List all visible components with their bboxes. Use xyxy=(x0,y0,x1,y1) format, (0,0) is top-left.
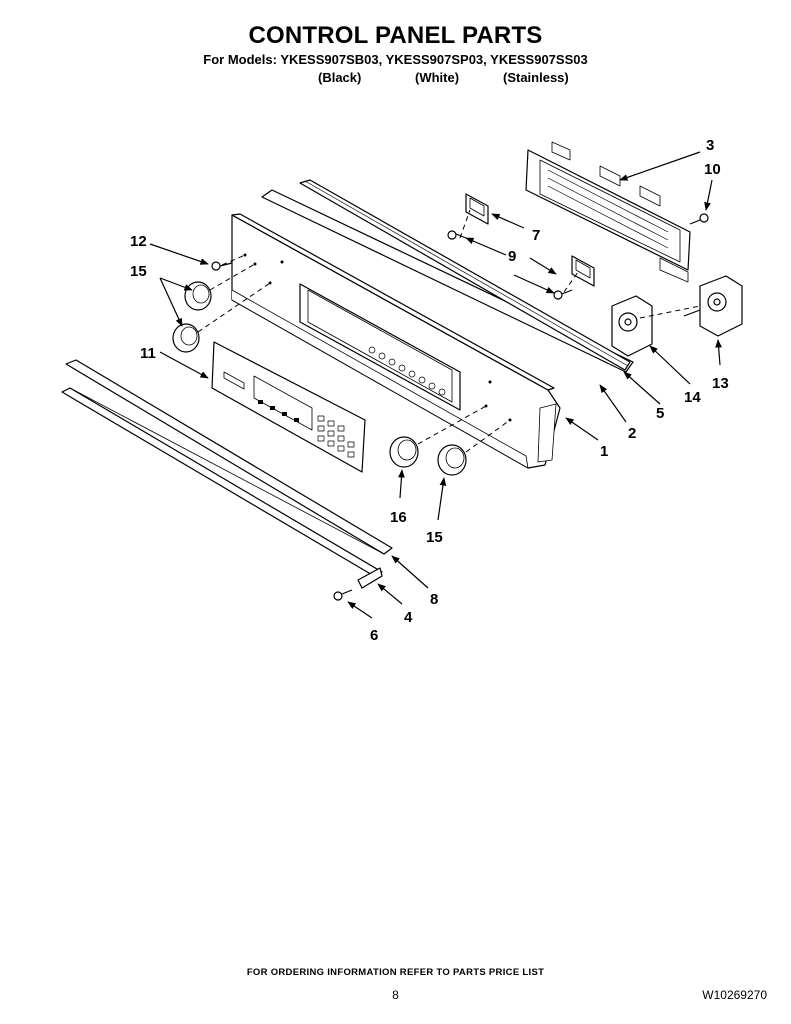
callout-4: 4 xyxy=(404,609,413,626)
model-list: For Models: YKESS907SB03, YKESS907SP03, … xyxy=(203,52,588,67)
callout-9: 9 xyxy=(508,248,516,265)
page-title: CONTROL PANEL PARTS xyxy=(248,22,543,49)
part-15-knob-lower-left xyxy=(172,323,200,353)
part-6-screw xyxy=(333,589,353,601)
part-4-trim-bracket xyxy=(357,567,383,589)
callout-11: 11 xyxy=(140,345,156,362)
part-15-knob-upper-left xyxy=(184,281,212,311)
document-number: W10269270 xyxy=(702,988,767,1002)
callout-7: 7 xyxy=(532,227,540,244)
part-7-bracket-upper xyxy=(465,193,489,225)
part-12-screw xyxy=(211,261,233,271)
callout-15-right: 15 xyxy=(426,529,443,546)
callout-15-left: 15 xyxy=(130,263,147,280)
part-1-panel-housing xyxy=(231,213,561,469)
callout-1: 1 xyxy=(600,443,608,460)
part-10-screw xyxy=(689,213,709,225)
finish-black: (Black) xyxy=(318,70,362,85)
assembly-lines xyxy=(197,209,701,453)
callout-8: 8 xyxy=(430,591,438,608)
part-7-bracket-lower xyxy=(571,255,595,287)
part-14-infinite-switch xyxy=(611,295,653,357)
part-15-knob-right xyxy=(437,444,467,476)
leader-arrows xyxy=(149,151,722,619)
callout-2: 2 xyxy=(628,425,636,442)
part-9-screw-lower xyxy=(553,289,573,300)
callout-14: 14 xyxy=(684,389,701,406)
part-2-rear-trim xyxy=(261,189,634,373)
part-5-top-rail xyxy=(299,179,631,371)
ordering-note: FOR ORDERING INFORMATION REFER TO PARTS … xyxy=(246,967,545,978)
finish-stainless: (Stainless) xyxy=(503,70,569,85)
callout-16: 16 xyxy=(390,509,407,526)
part-3-control-board xyxy=(525,141,691,283)
callout-6: 6 xyxy=(370,627,378,644)
part-9-screw-upper xyxy=(447,230,467,240)
part-8-bottom-trim xyxy=(61,359,393,577)
part-13-infinite-switch xyxy=(683,275,743,337)
finish-white: (White) xyxy=(415,70,460,85)
part-11-keypad-overlay xyxy=(211,341,366,473)
callout-12: 12 xyxy=(130,233,147,250)
callout-labels: 3 10 7 9 12 15 11 13 14 5 2 1 16 15 8 4 … xyxy=(130,137,729,644)
callout-10: 10 xyxy=(704,161,721,178)
callout-13: 13 xyxy=(712,375,729,392)
page-number: 8 xyxy=(392,988,399,1002)
part-16-knob xyxy=(389,436,419,468)
callout-5: 5 xyxy=(656,405,664,422)
callout-3: 3 xyxy=(706,137,714,154)
